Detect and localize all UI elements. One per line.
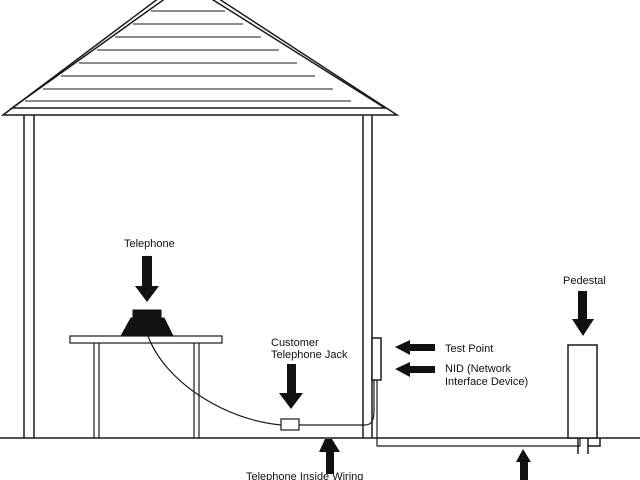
roof-shingles	[25, 10, 351, 102]
telephone-icon	[120, 309, 174, 337]
inside-wiring-label: Telephone Inside Wiring	[246, 471, 363, 480]
customer-jack-label-line1: Customer	[271, 337, 319, 349]
roof	[0, 0, 400, 116]
test-point-arrow-icon	[395, 340, 435, 355]
test-point-label: Test Point	[445, 343, 493, 355]
phone-cord	[147, 335, 282, 426]
nid-label-line1: NID (Network	[445, 363, 512, 375]
pedestal-label: Pedestal	[563, 275, 606, 287]
customer-jack-label-line2: Telephone Jack	[271, 349, 348, 361]
telephone-label: Telephone	[124, 238, 175, 250]
inside-wiring-line	[299, 380, 375, 426]
nid-arrow-icon	[395, 362, 435, 377]
arrows	[135, 256, 594, 480]
pedestal	[567, 344, 601, 454]
nid-box	[371, 337, 382, 381]
nid-label-line2: Interface Device)	[445, 376, 528, 388]
jack-arrow-icon	[279, 364, 303, 409]
inside-wiring-arrow-icon	[319, 439, 340, 474]
telephone-arrow-icon	[135, 256, 159, 302]
pedestal-arrow-icon	[572, 291, 594, 336]
underground-arrow-icon	[516, 449, 531, 480]
drop-wire	[376, 380, 581, 447]
customer-telephone-jack	[280, 418, 300, 431]
table	[69, 335, 223, 438]
house-walls	[23, 115, 373, 438]
